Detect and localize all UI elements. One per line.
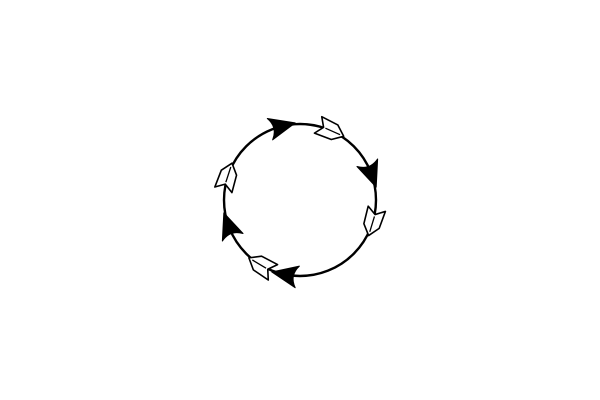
- arrowhead-shape: [214, 162, 238, 194]
- arrowhead-shape: [313, 115, 345, 141]
- solid-arrowhead-icon: [221, 212, 244, 242]
- outline-arrowhead-icon: [313, 115, 345, 141]
- outline-arrowhead-icon: [214, 162, 238, 194]
- arrowhead-vein: [325, 127, 341, 136]
- arrowhead-shape: [221, 212, 244, 242]
- arrowhead-shape: [363, 205, 387, 237]
- outline-arrowhead-icon: [363, 205, 387, 237]
- arrowhead-shape: [356, 158, 379, 188]
- cycle-ring: [222, 122, 378, 278]
- arrowhead-vein: [251, 259, 267, 269]
- outline-arrowhead-icon: [248, 255, 279, 281]
- arrowhead-shape: [271, 265, 300, 289]
- solid-arrowhead-icon: [271, 265, 300, 289]
- arrowhead-vein: [369, 216, 376, 232]
- arrow-heads: [214, 115, 387, 289]
- arrowhead-vein: [225, 166, 232, 183]
- arrowhead-shape: [266, 118, 296, 141]
- solid-arrowhead-icon: [356, 158, 379, 188]
- solid-arrowhead-icon: [266, 118, 296, 141]
